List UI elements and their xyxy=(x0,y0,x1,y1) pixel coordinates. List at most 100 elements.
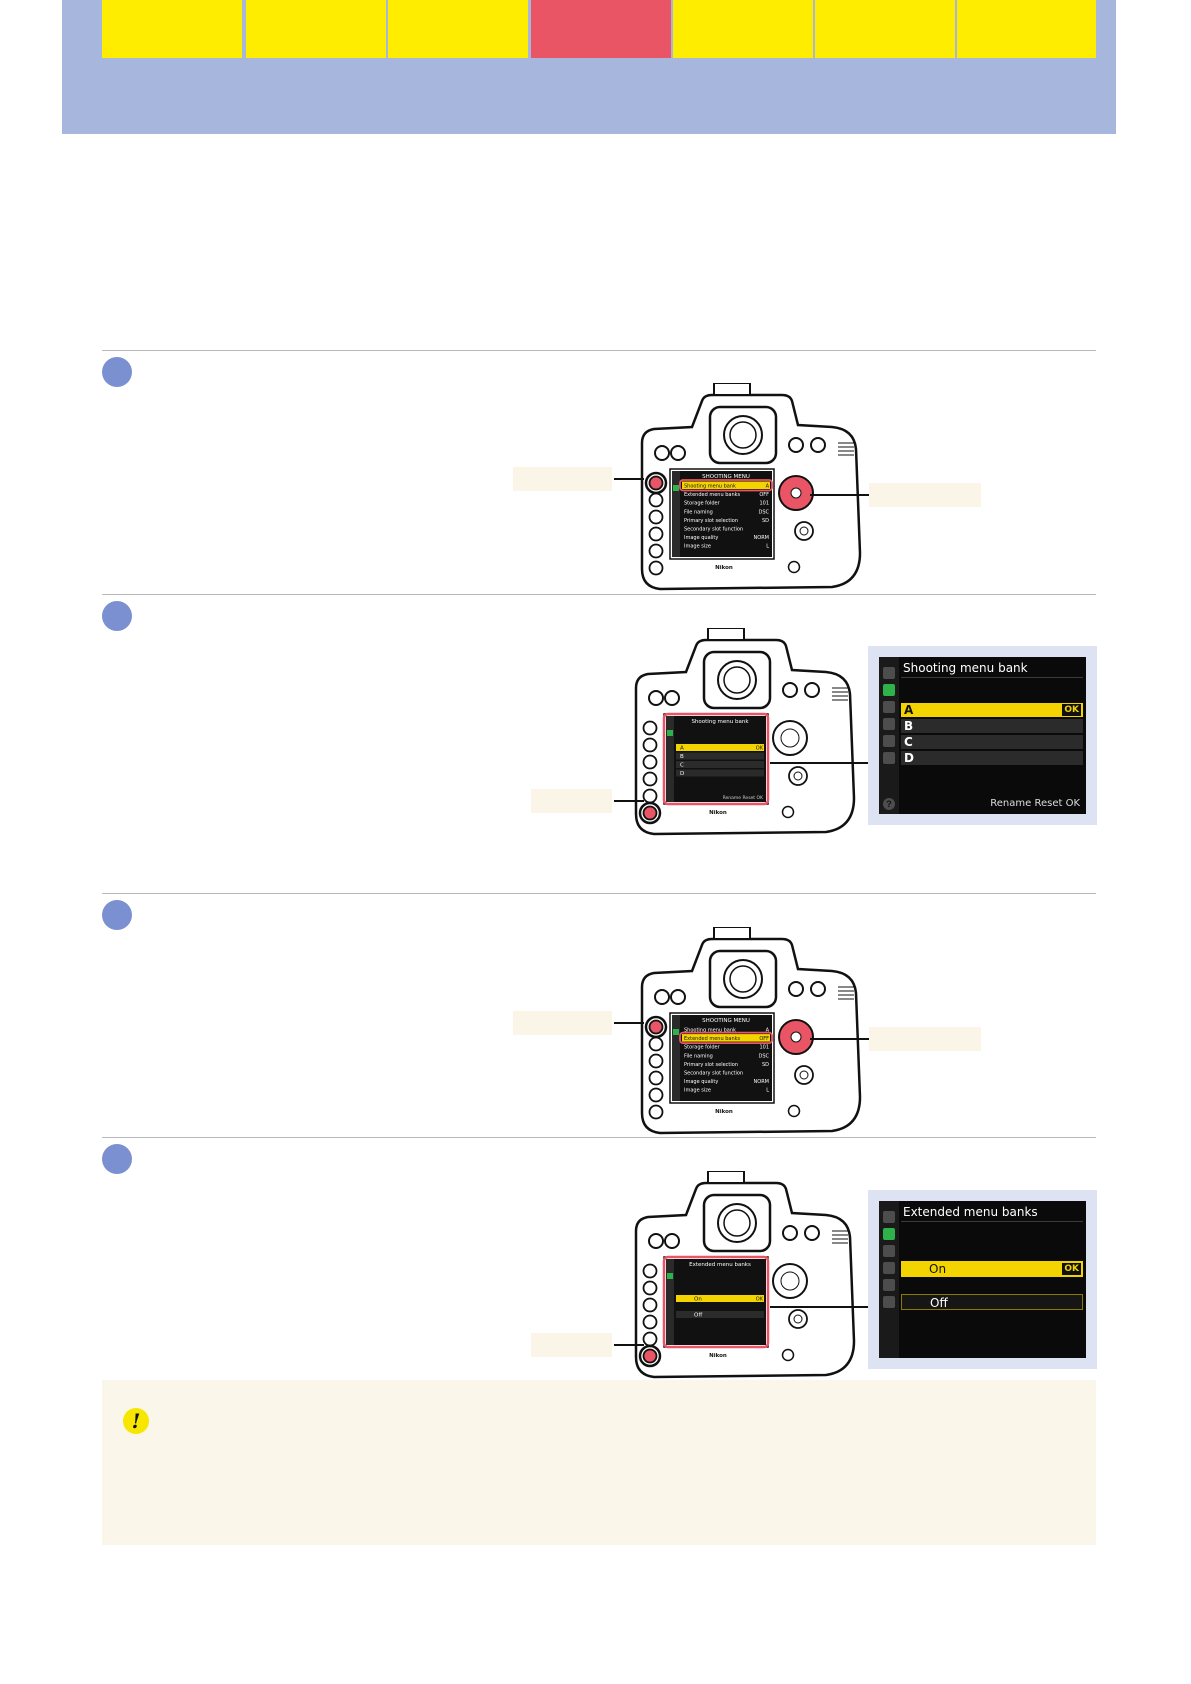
chapter-tab-2[interactable] xyxy=(246,0,386,58)
lcd-menu-item: Secondary slot function xyxy=(684,527,743,533)
lcd-option: Off xyxy=(694,1313,702,1319)
setup-menu-icon[interactable] xyxy=(883,718,895,730)
panel-title: Shooting menu bank xyxy=(903,661,1028,675)
lcd-menu-value: A xyxy=(766,484,770,490)
ok-button-label xyxy=(531,789,612,813)
lcd-menu-item: Shooting menu bank xyxy=(684,1028,736,1034)
lcd-option: A xyxy=(680,746,684,752)
caution-note-box xyxy=(102,1380,1096,1545)
camera-button xyxy=(664,1233,680,1249)
bank-letter: C xyxy=(904,735,913,749)
lcd-ok-mark: OK xyxy=(756,1297,764,1303)
lcd-option: D xyxy=(680,771,684,777)
lcd-footer: Rename Reset OK xyxy=(723,795,764,801)
multi-selector-label xyxy=(869,483,981,507)
step-number-4 xyxy=(102,1144,132,1174)
ok-icon: OK xyxy=(1062,1263,1081,1275)
camera-side-button xyxy=(642,1297,658,1313)
setup-menu-icon[interactable] xyxy=(883,1262,895,1274)
camera-side-button xyxy=(642,1331,658,1347)
lcd-menu-item: Primary slot selection xyxy=(684,518,738,524)
step-divider-1 xyxy=(102,350,1096,351)
camera-side-button xyxy=(648,1053,664,1069)
camera-button xyxy=(782,682,798,698)
my-menu-icon[interactable] xyxy=(883,1296,895,1308)
lcd-menu-value: L xyxy=(766,544,769,550)
menu-sidebar xyxy=(879,657,899,814)
bank-option-b[interactable]: B xyxy=(901,719,1083,733)
menu-button-highlighted xyxy=(648,1019,664,1035)
camera-side-button xyxy=(642,788,658,804)
camera-side-button xyxy=(642,737,658,753)
retouch-menu-icon[interactable] xyxy=(883,735,895,747)
chapter-tab-7[interactable] xyxy=(957,0,1096,58)
menu-button-highlighted xyxy=(648,475,664,491)
lcd-option: C xyxy=(680,763,684,769)
option-label: Off xyxy=(930,1296,948,1310)
menu-button-label xyxy=(513,1011,612,1035)
ok-button-label xyxy=(531,1333,612,1357)
step-number-2 xyxy=(102,601,132,631)
camera-side-button xyxy=(648,1087,664,1103)
ok-icon: OK xyxy=(1062,704,1081,716)
camera-button xyxy=(788,981,804,997)
chapter-tab-5[interactable] xyxy=(673,0,813,58)
my-menu-icon[interactable] xyxy=(883,752,895,764)
camera-side-button xyxy=(642,771,658,787)
bank-option-d[interactable]: D xyxy=(901,751,1083,765)
camera-side-button xyxy=(642,1314,658,1330)
camera-button xyxy=(670,445,686,461)
lcd-menu-value: 101 xyxy=(759,1045,769,1051)
menu-sidebar xyxy=(879,1201,899,1358)
highlight-frame xyxy=(662,712,770,806)
leader-line xyxy=(614,800,644,802)
bank-option-c[interactable]: C xyxy=(901,735,1083,749)
option-off[interactable]: Off xyxy=(901,1294,1083,1310)
camera-button xyxy=(788,437,804,453)
playback-menu-icon[interactable] xyxy=(883,1211,895,1223)
playback-menu-icon[interactable] xyxy=(883,667,895,679)
camera-button xyxy=(810,437,826,453)
custom-settings-icon[interactable] xyxy=(883,701,895,713)
option-on[interactable]: On OK xyxy=(901,1261,1083,1277)
lcd-menu-value: L xyxy=(766,1088,769,1094)
info-button xyxy=(787,560,801,574)
camera-button xyxy=(670,989,686,1005)
camera-side-button xyxy=(642,1263,658,1279)
camera-button xyxy=(654,445,670,461)
camera-button xyxy=(810,981,826,997)
hot-shoe xyxy=(713,383,751,396)
bank-option-a[interactable]: A OK xyxy=(901,703,1083,717)
camera-button xyxy=(654,989,670,1005)
lcd-title: SHOOTING MENU xyxy=(702,1018,750,1024)
camera-button xyxy=(648,1233,664,1249)
chapter-tab-3[interactable] xyxy=(388,0,528,58)
help-icon[interactable]: ? xyxy=(883,798,895,810)
shooting-menu-icon[interactable] xyxy=(883,1228,895,1240)
hot-shoe xyxy=(713,927,751,940)
camera-button xyxy=(804,682,820,698)
caution-icon: ! xyxy=(123,1408,149,1434)
lcd-menu-item: Image size xyxy=(684,544,711,550)
camera-side-button xyxy=(648,509,664,525)
retouch-menu-icon[interactable] xyxy=(883,1279,895,1291)
shooting-menu-icon[interactable] xyxy=(883,684,895,696)
lcd-menu-value: 101 xyxy=(759,501,769,507)
leader-line xyxy=(810,1038,869,1040)
chapter-tab-6[interactable] xyxy=(815,0,955,58)
camera-side-button xyxy=(648,526,664,542)
step-divider-4 xyxy=(102,1137,1096,1138)
bank-letter: A xyxy=(904,703,914,717)
chapter-tab-1[interactable] xyxy=(102,0,242,58)
camera-side-button xyxy=(648,543,664,559)
lcd-screen: Extended menu banks On OK Off xyxy=(879,1201,1086,1358)
chapter-tab-4-active[interactable] xyxy=(531,0,671,58)
lcd-menu-value: DSC xyxy=(758,509,769,515)
hot-shoe xyxy=(707,1171,745,1184)
title-rule xyxy=(901,1221,1083,1222)
info-button xyxy=(781,1348,795,1362)
step-number-1 xyxy=(102,357,132,387)
custom-settings-icon[interactable] xyxy=(883,1245,895,1257)
